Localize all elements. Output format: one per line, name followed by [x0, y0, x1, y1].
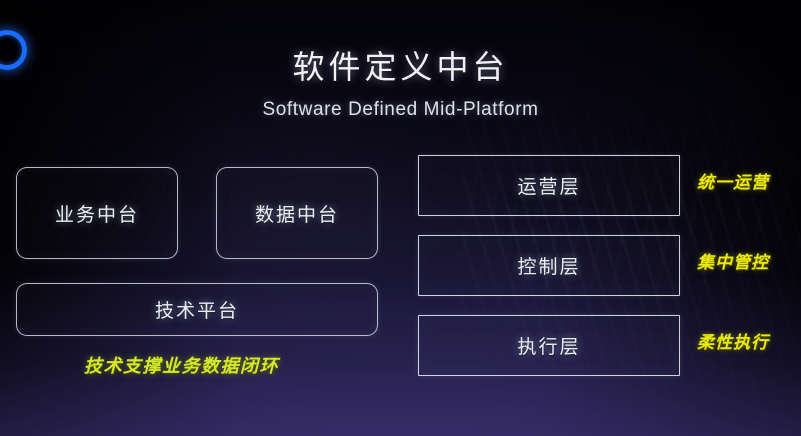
box-business-mid-platform-label: 业务中台 — [54, 204, 139, 226]
box-control-layer-label: 控制层 — [517, 257, 581, 278]
box-operation-layer-label: 运营层 — [517, 177, 581, 198]
box-data-mid-platform[interactable]: 数据中台 — [216, 167, 378, 259]
caption-technology-supports-business-data-loop: 技术支撑业务数据闭环 — [84, 356, 279, 376]
note-control-layer: 集中管控 — [697, 253, 769, 272]
blue-ring-logo-icon — [0, 30, 27, 70]
page-title: 软件定义中台 — [292, 49, 509, 85]
background-bottom-glow — [0, 276, 801, 436]
note-execution-layer: 柔性执行 — [697, 333, 769, 352]
box-execution-layer[interactable]: 执行层 — [418, 315, 680, 376]
box-execution-layer-label: 执行层 — [517, 337, 581, 358]
note-operation-layer: 统一运营 — [697, 173, 769, 192]
box-data-mid-platform-label: 数据中台 — [254, 204, 339, 226]
box-technology-platform[interactable]: 技术平台 — [16, 283, 378, 336]
page-subtitle: Software Defined Mid-Platform — [262, 99, 539, 120]
box-business-mid-platform[interactable]: 业务中台 — [16, 167, 178, 259]
box-control-layer[interactable]: 控制层 — [418, 235, 680, 296]
box-technology-platform-label: 技术平台 — [154, 301, 239, 322]
box-operation-layer[interactable]: 运营层 — [418, 155, 680, 216]
